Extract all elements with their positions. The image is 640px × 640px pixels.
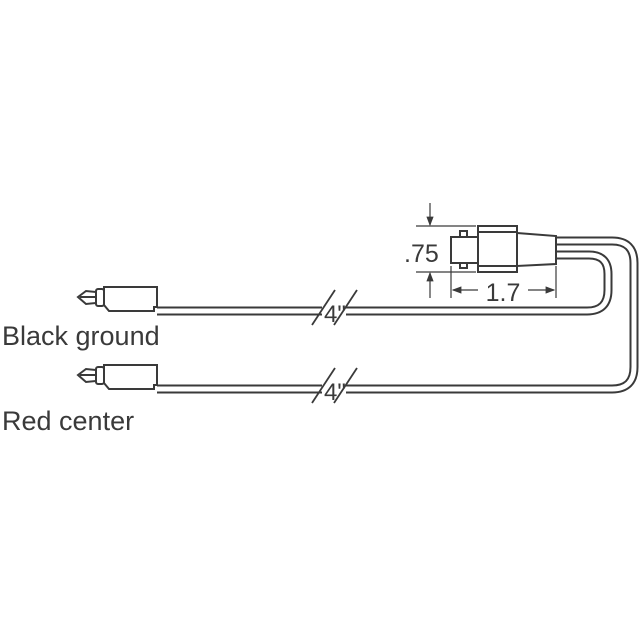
black-banana-plug <box>76 286 158 312</box>
height-dimension-label: .75 <box>404 240 439 268</box>
red-cable-break <box>311 367 358 404</box>
length-dimension <box>450 266 557 298</box>
black-length-label: 4" <box>324 301 346 328</box>
black-cable <box>157 250 613 316</box>
height-dimension <box>416 203 476 298</box>
red-center-label: Red center <box>2 406 134 436</box>
black-cable-break <box>311 289 358 326</box>
length-dimension-label: 1.7 <box>486 279 521 307</box>
red-banana-plug <box>76 364 158 390</box>
black-ground-label: Black ground <box>2 321 160 351</box>
red-cable <box>157 236 639 394</box>
bnc-connector <box>450 225 557 273</box>
red-length-label: 4" <box>324 379 346 406</box>
